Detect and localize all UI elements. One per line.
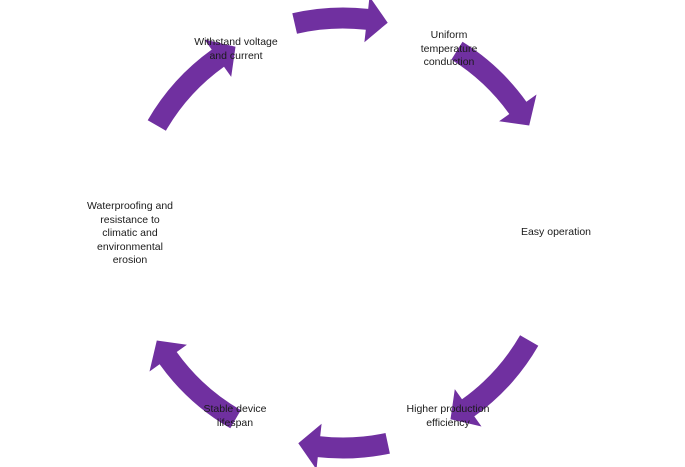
- node-easy-operation: Easy operation: [496, 226, 616, 240]
- node-text-line: lifespan: [216, 416, 254, 429]
- node-text-line: and current: [209, 49, 263, 62]
- node-text-line: Waterproofing and: [87, 200, 173, 212]
- curved-arrow-icon: [450, 335, 539, 427]
- node-text-line: Higher production: [406, 403, 490, 415]
- curved-arrow-icon: [298, 423, 390, 467]
- node-text-line: Easy operation: [520, 226, 592, 238]
- curved-arrow-icon: [149, 340, 241, 429]
- node-waterproofing: Waterproofing and resistance to climatic…: [70, 200, 190, 268]
- node-uniform-temperature: Uniform temperature conduction: [394, 29, 504, 70]
- curved-arrow-icon: [451, 41, 537, 126]
- node-text-line: Stable device: [203, 403, 267, 415]
- node-text-line: conduction: [423, 56, 475, 68]
- curved-arrow-icon: [147, 39, 236, 131]
- curved-arrow-icon: [292, 0, 388, 43]
- node-text-line: efficiency: [426, 416, 470, 429]
- node-text-line: Withstand voltage: [194, 36, 278, 48]
- node-text-line: erosion: [112, 254, 148, 266]
- node-text-line: environmental: [97, 240, 163, 253]
- node-higher-production: Higher production efficiency: [388, 403, 508, 430]
- node-text-line: Uniform: [430, 29, 468, 41]
- node-stable-lifespan: Stable device lifespan: [180, 403, 290, 430]
- node-text-line: climatic and: [102, 227, 158, 239]
- node-text-line: resistance to: [100, 213, 160, 226]
- node-text-line: temperature: [420, 42, 478, 55]
- node-withstand-voltage: Withstand voltage and current: [181, 36, 291, 63]
